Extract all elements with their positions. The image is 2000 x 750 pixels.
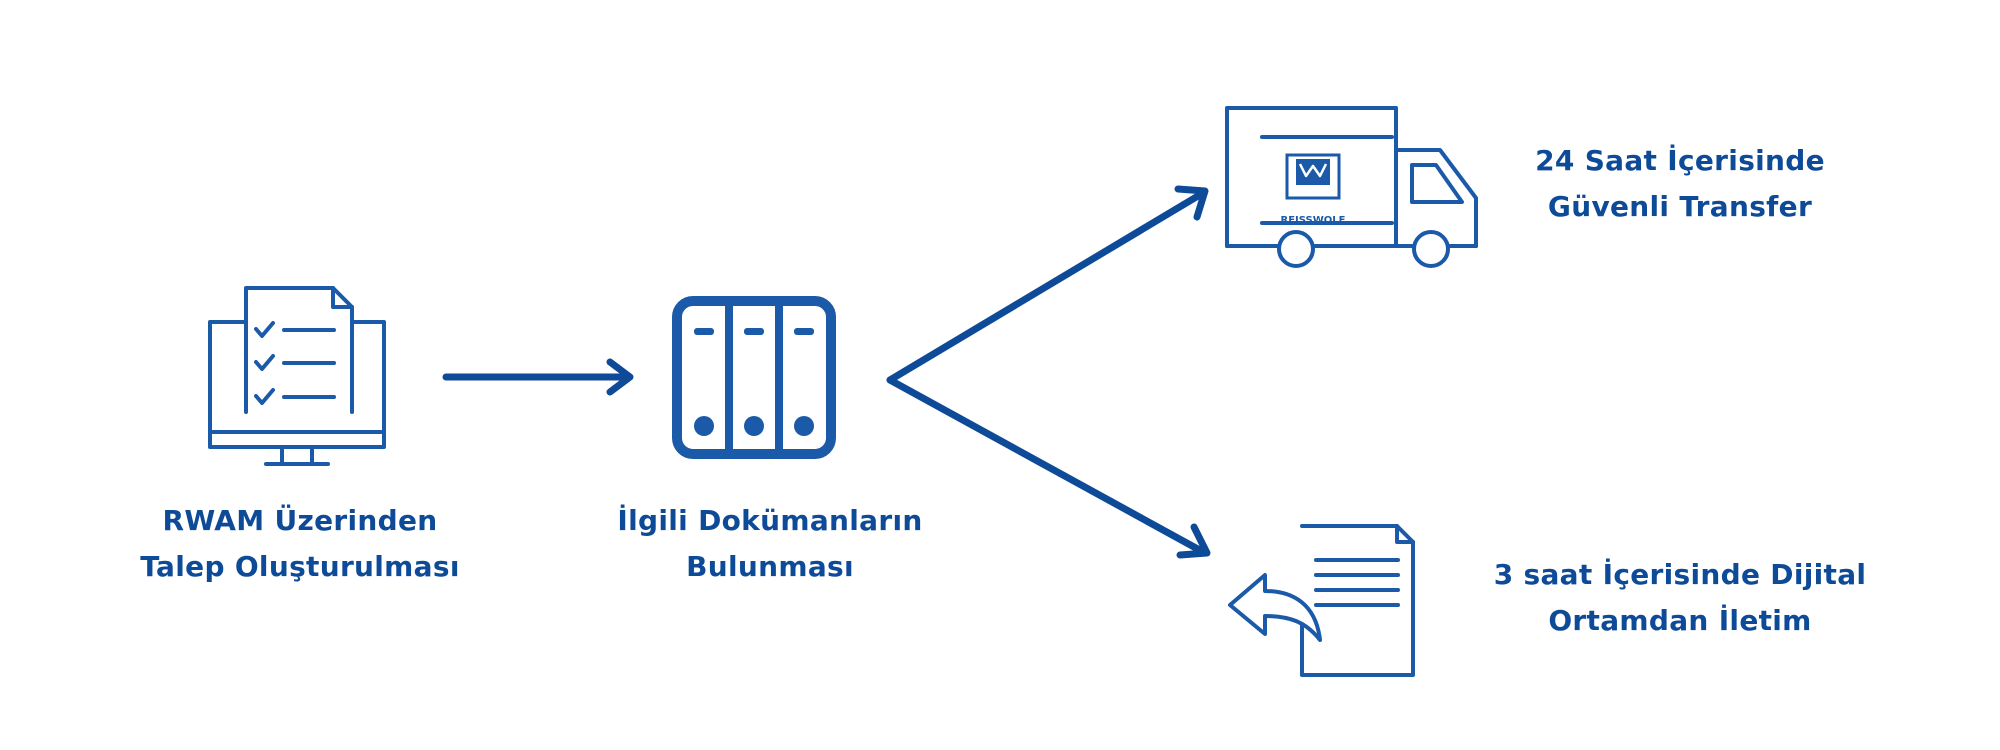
caption-transfer-line1: 24 Saat İçerisinde <box>1535 144 1825 177</box>
caption-documents-line1: İlgili Dokümanların <box>617 504 923 537</box>
caption-digital-line2: Ortamdan İletim <box>1548 604 1812 637</box>
archive-binders-icon <box>672 296 836 459</box>
caption-transfer-line2: Güvenli Transfer <box>1547 190 1813 223</box>
arrow-documents-to-transfer <box>886 185 1209 384</box>
caption-request: RWAM Üzerinden Talep Oluşturulması <box>115 498 485 590</box>
arrow-request-to-documents <box>442 358 634 396</box>
caption-request-line2: Talep Oluşturulması <box>140 550 460 583</box>
caption-documents: İlgili Dokümanların Bulunması <box>570 498 970 590</box>
caption-documents-line2: Bulunması <box>686 550 854 583</box>
reisswolf-logo-text: REISSWOLF <box>1281 215 1346 226</box>
caption-digital-line1: 3 saat İçerisinde Dijital <box>1493 558 1867 591</box>
delivery-truck-icon <box>1225 106 1478 268</box>
caption-digital: 3 saat İçerisinde Dijital Ortamdan İleti… <box>1480 552 1880 644</box>
caption-transfer: 24 Saat İçerisinde Güvenli Transfer <box>1500 138 1860 230</box>
caption-request-line1: RWAM Üzerinden <box>162 504 438 537</box>
reisswolf-logo: REISSWOLF <box>1281 153 1346 226</box>
monitor-checklist-icon <box>208 286 386 466</box>
document-share-icon <box>1228 524 1415 677</box>
arrow-documents-to-digital <box>886 376 1211 559</box>
